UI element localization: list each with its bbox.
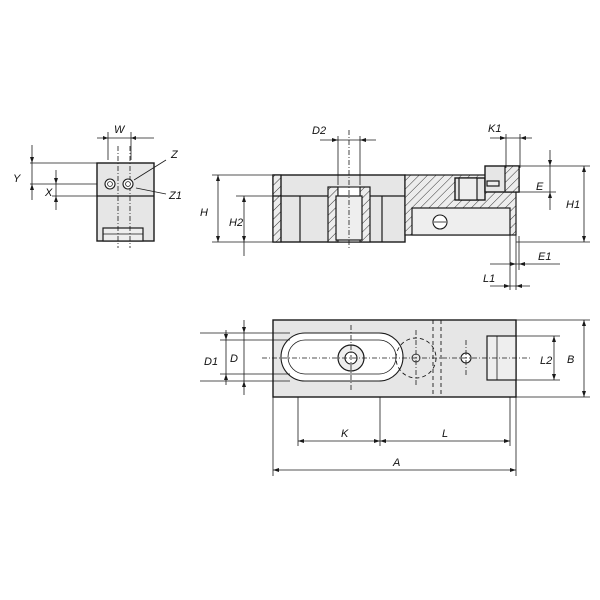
label-d2: D2 — [312, 125, 326, 137]
label-z: Z — [170, 149, 179, 161]
label-b: B — [567, 354, 574, 366]
label-y: Y — [13, 173, 21, 185]
label-l: L — [442, 428, 448, 440]
label-w: W — [114, 124, 126, 136]
screw-hole-z — [104, 178, 116, 190]
label-a: A — [392, 457, 400, 469]
label-h1: H1 — [566, 199, 580, 211]
top-view — [200, 319, 590, 476]
front-section-view — [212, 130, 590, 290]
side-view — [30, 132, 167, 248]
label-d1: D1 — [204, 356, 218, 368]
label-d: D — [230, 353, 238, 365]
label-h: H — [200, 207, 208, 219]
label-h2: H2 — [229, 217, 243, 229]
label-z1: Z1 — [168, 190, 182, 202]
label-k: K — [341, 428, 349, 440]
label-x: X — [44, 187, 53, 199]
label-l1: L1 — [483, 273, 495, 285]
label-l2: L2 — [540, 355, 552, 367]
label-e1: E1 — [538, 251, 551, 263]
label-k1: K1 — [488, 123, 501, 135]
screw-hole-z1 — [122, 178, 134, 190]
label-e: E — [536, 181, 544, 193]
